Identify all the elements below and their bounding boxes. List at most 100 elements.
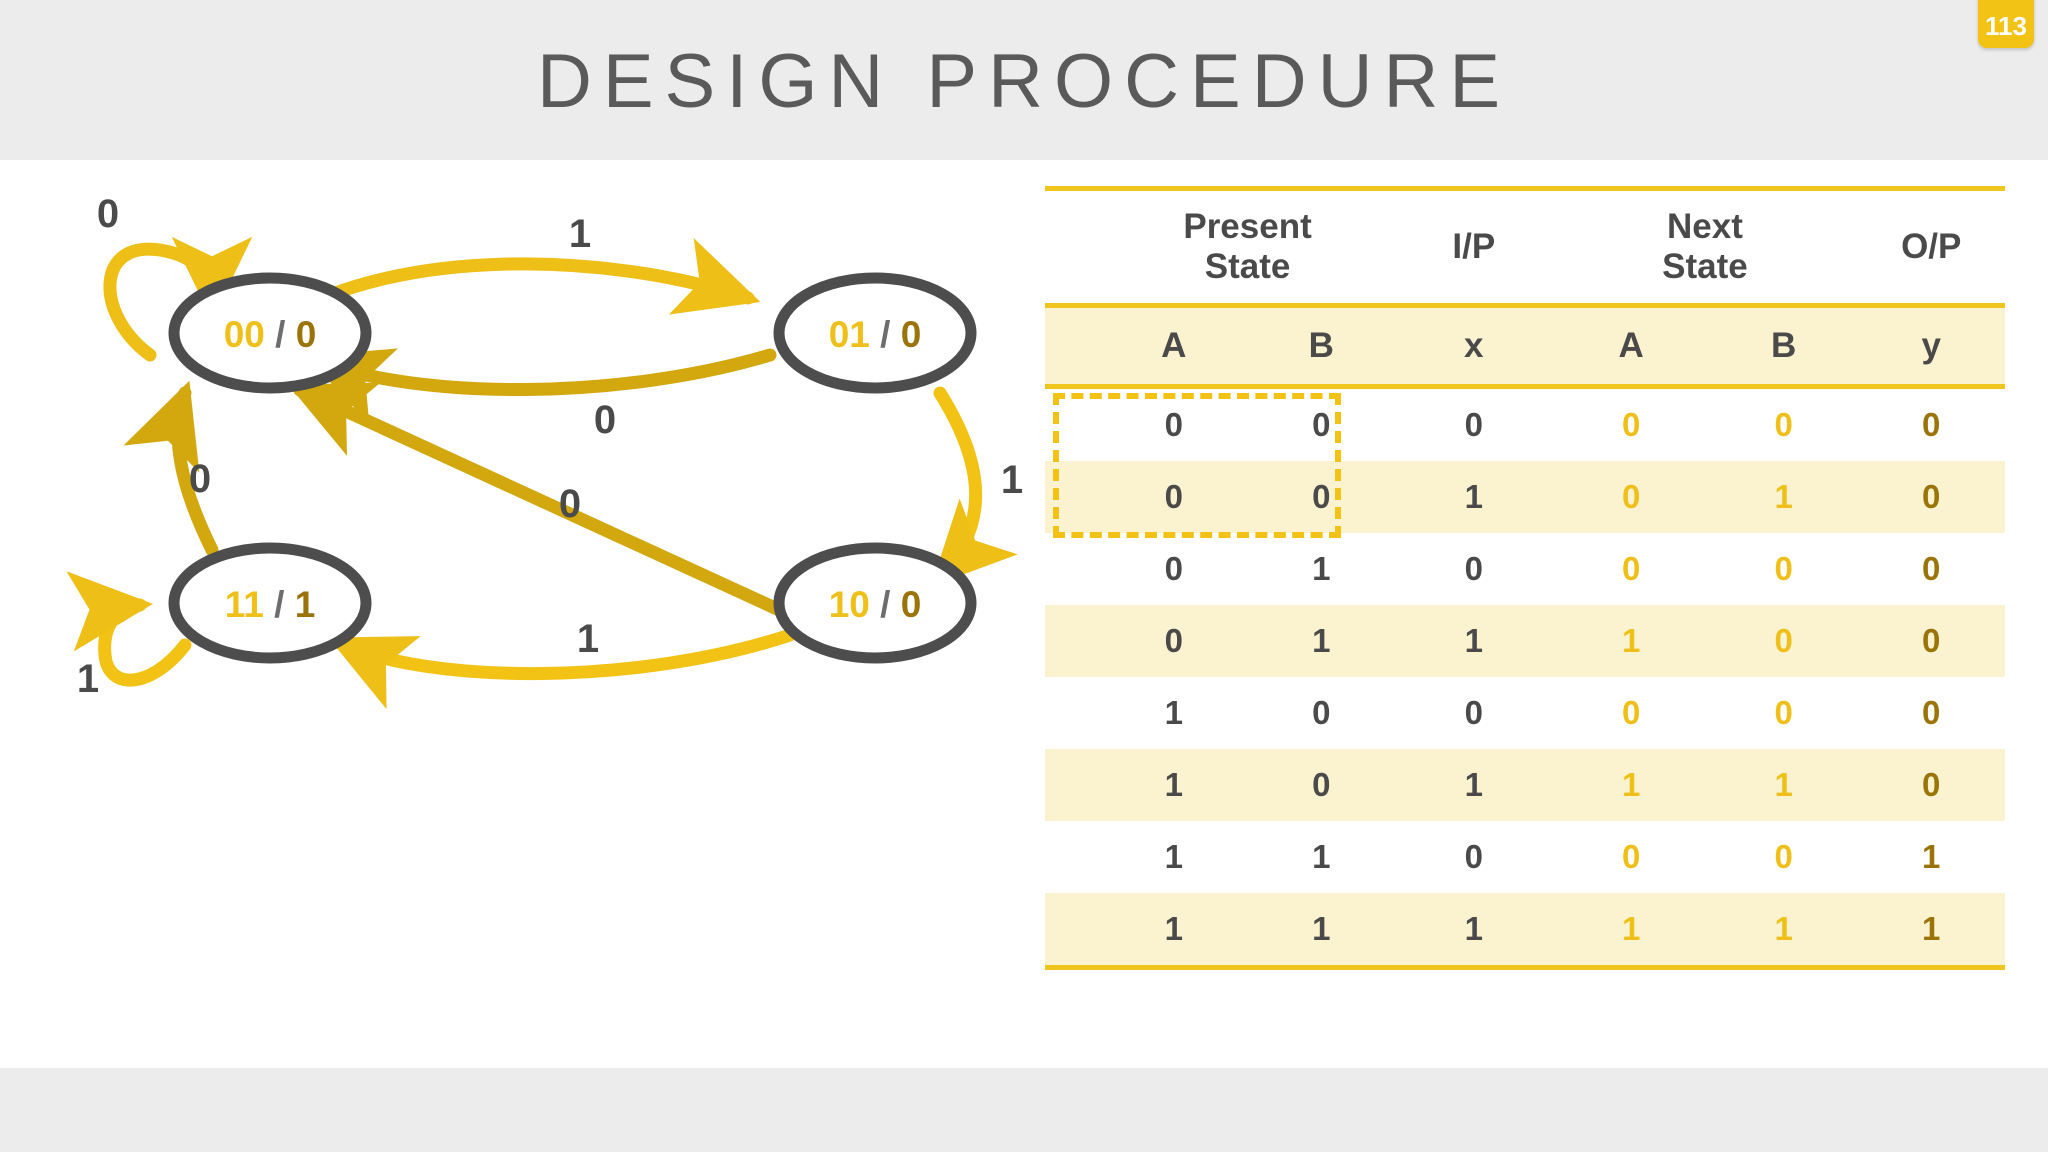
cell-next-b: 0 (1774, 837, 1793, 875)
cell-input-x: 1 (1464, 909, 1483, 947)
edge-s10-to-s11 (328, 628, 797, 710)
edge-label-s01-to-s00: 0 (594, 398, 616, 442)
header-band: DESIGN PROCEDURE 113 (0, 0, 2048, 160)
cell-next-a: 1 (1622, 909, 1641, 947)
state-diagram: 00 / 0 01 / 0 11 / 1 10 / 0 0 1 0 1 (0, 165, 1030, 965)
svg-text:01 / 0: 01 / 0 (829, 314, 922, 355)
cell-next-b: 1 (1774, 909, 1793, 947)
cell-present-b: 0 (1312, 693, 1331, 731)
cell-input-x: 0 (1464, 405, 1483, 443)
cell-next-a: 0 (1622, 477, 1641, 515)
cell-next-a: 1 (1622, 765, 1641, 803)
cell-input-x: 1 (1464, 765, 1483, 803)
cell-next-b: 0 (1774, 549, 1793, 587)
edge-label-s00-self: 0 (97, 192, 119, 236)
cell-output-y: 0 (1922, 621, 1941, 659)
cell-next-b: 0 (1774, 621, 1793, 659)
cell-next-a: 0 (1622, 405, 1641, 443)
footer-band (0, 1068, 2048, 1152)
table-row: 0 0 0 0 0 0 (1045, 389, 2005, 461)
cell-output-y: 0 (1922, 693, 1941, 731)
cell-input-x: 1 (1464, 477, 1483, 515)
svg-text:10 / 0: 10 / 0 (829, 584, 922, 625)
group-header-next-state: Next State (1662, 207, 1748, 286)
page-number-badge: 113 (1978, 0, 2034, 48)
svg-text:00 / 0: 00 / 0 (224, 314, 317, 355)
edge-s01-to-s00 (305, 348, 777, 424)
cell-output-y: 0 (1922, 549, 1941, 587)
cell-present-a: 0 (1164, 477, 1183, 515)
cell-next-b: 0 (1774, 405, 1793, 443)
table-row: 1 0 0 0 0 0 (1045, 677, 2005, 749)
state-node-s01[interactable]: 01 / 0 (773, 272, 977, 394)
cell-next-b: 1 (1774, 477, 1793, 515)
cell-input-x: 1 (1464, 621, 1483, 659)
table-rule-subheader-bottom (1045, 384, 2005, 389)
edge-label-s00-to-s01: 1 (569, 212, 591, 256)
edge-label-s11-to-s00: 0 (189, 457, 211, 501)
edge-s01-to-s10 (930, 386, 1018, 587)
cell-next-b: 1 (1774, 765, 1793, 803)
table-sub-header-row: A B x A B y (1045, 308, 2005, 384)
cell-output-y: 0 (1922, 765, 1941, 803)
cell-output-y: 0 (1922, 405, 1941, 443)
cell-input-x: 0 (1464, 549, 1483, 587)
cell-next-b: 0 (1774, 693, 1793, 731)
table-row: 0 1 1 1 0 0 (1045, 605, 2005, 677)
cell-present-a: 1 (1164, 909, 1183, 947)
cell-input-x: 0 (1464, 693, 1483, 731)
cell-present-b: 1 (1312, 909, 1331, 947)
table-row: 0 0 1 0 1 0 (1045, 461, 2005, 533)
cell-present-b: 0 (1312, 405, 1331, 443)
table-rule-middle (1045, 303, 2005, 308)
cell-output-y: 0 (1922, 477, 1941, 515)
edge-label-s11-self: 1 (77, 657, 99, 701)
sub-header-input-x: x (1464, 326, 1484, 366)
cell-next-a: 0 (1622, 693, 1641, 731)
cell-present-a: 0 (1164, 621, 1183, 659)
state-node-s00[interactable]: 00 / 0 (168, 272, 372, 394)
cell-output-y: 1 (1922, 909, 1941, 947)
edge-label-s10-to-s00: 0 (559, 482, 581, 526)
cell-present-b: 0 (1312, 765, 1331, 803)
edge-label-s01-to-s10: 1 (1001, 458, 1023, 502)
cell-present-b: 1 (1312, 549, 1331, 587)
svg-text:11 / 1: 11 / 1 (225, 584, 316, 625)
group-header-input: I/P (1452, 227, 1496, 266)
cell-output-y: 1 (1922, 837, 1941, 875)
cell-input-x: 0 (1464, 837, 1483, 875)
table-group-header-row: Present State I/P Next State O/P (1045, 191, 2005, 303)
page-title: DESIGN PROCEDURE (536, 39, 1512, 124)
cell-present-b: 1 (1312, 621, 1331, 659)
edge-s00-self (103, 236, 253, 362)
cell-next-a: 1 (1622, 621, 1641, 659)
group-header-output: O/P (1901, 227, 1962, 266)
state-transition-table: Present State I/P Next State O/P A B x A… (1045, 186, 2005, 970)
table-rule-bottom (1045, 965, 2005, 970)
sub-header-next-b: B (1771, 326, 1797, 366)
table-row: 0 1 0 0 0 0 (1045, 533, 2005, 605)
cell-next-a: 0 (1622, 549, 1641, 587)
cell-present-a: 0 (1164, 549, 1183, 587)
edge-s11-self (66, 571, 192, 687)
cell-present-a: 1 (1164, 765, 1183, 803)
table-rule-top (1045, 186, 2005, 191)
sub-header-next-a: A (1618, 326, 1644, 366)
cell-present-a: 1 (1164, 837, 1183, 875)
sub-header-present-b: B (1308, 326, 1334, 366)
cell-present-b: 1 (1312, 837, 1331, 875)
table-row: 1 1 0 0 0 1 (1045, 821, 2005, 893)
sub-header-present-a: A (1161, 326, 1187, 366)
edge-s10-to-s00 (288, 382, 819, 632)
state-node-s10[interactable]: 10 / 0 (773, 542, 977, 664)
cell-present-a: 0 (1164, 405, 1183, 443)
cell-present-a: 1 (1164, 693, 1183, 731)
table-row: 1 1 1 1 1 1 (1045, 893, 2005, 965)
cell-present-b: 0 (1312, 477, 1331, 515)
table-row: 1 0 1 1 1 0 (1045, 749, 2005, 821)
state-node-s11[interactable]: 11 / 1 (168, 542, 372, 664)
cell-next-a: 0 (1622, 837, 1641, 875)
edge-label-s10-to-s11: 1 (577, 617, 599, 661)
edge-s11-to-s00 (123, 380, 219, 557)
group-header-present-state: Present State (1183, 207, 1312, 286)
